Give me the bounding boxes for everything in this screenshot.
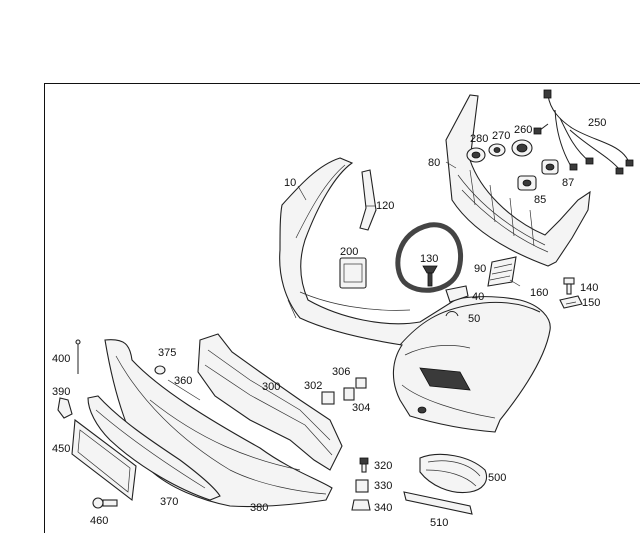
- clip-306: [355, 377, 367, 389]
- plate-holder-450: [71, 418, 137, 502]
- label-304: 304: [352, 402, 370, 414]
- wiring-harness-250: [533, 89, 634, 175]
- label-390: 390: [52, 386, 70, 398]
- label-140: 140: [580, 282, 598, 294]
- module-200: [339, 257, 367, 289]
- label-200: 200: [340, 246, 358, 258]
- label-360: 360: [174, 375, 192, 387]
- label-380: 380: [250, 502, 268, 514]
- clip-340: [351, 499, 371, 511]
- label-87: 87: [562, 177, 574, 189]
- fog-grille-500: [419, 453, 488, 494]
- label-160: 160: [530, 287, 548, 299]
- washer-375: [154, 365, 166, 375]
- highlight-circle: [395, 222, 464, 293]
- label-302: 302: [304, 380, 322, 392]
- clip-330: [355, 479, 369, 493]
- label-10: 10: [284, 177, 296, 189]
- label-460: 460: [90, 515, 108, 527]
- sensor-87: [541, 159, 559, 175]
- sensor-260: [511, 139, 533, 157]
- bumper-cover: [279, 157, 551, 433]
- sensor-270: [488, 143, 506, 157]
- leader-lines: [167, 161, 577, 401]
- sensor-280: [466, 147, 486, 163]
- label-80: 80: [428, 157, 440, 169]
- label-120: 120: [376, 200, 394, 212]
- clip-302: [321, 391, 335, 405]
- bolt-140: [563, 277, 575, 295]
- label-370: 370: [160, 496, 178, 508]
- wire-50: [445, 311, 459, 317]
- bracket-120: [359, 169, 377, 231]
- label-510: 510: [430, 517, 448, 529]
- part-labels: 10 120 200 130 90 40 50 160 140 150 80 2…: [52, 117, 606, 529]
- sensor-85: [517, 175, 537, 191]
- label-375: 375: [158, 347, 176, 359]
- label-340: 340: [374, 502, 392, 514]
- label-306: 306: [332, 366, 350, 378]
- screw-460: [92, 497, 118, 509]
- cover-40: [445, 285, 469, 303]
- label-400: 400: [52, 353, 70, 365]
- clip-304: [343, 387, 355, 401]
- lower-grille-370: [87, 395, 221, 501]
- label-300: 300: [262, 381, 280, 393]
- bolt-320: [359, 457, 369, 473]
- label-270: 270: [492, 130, 510, 142]
- bracket-390: [57, 397, 73, 419]
- clip-130: [422, 265, 438, 287]
- label-85: 85: [534, 194, 546, 206]
- label-330: 330: [374, 480, 392, 492]
- label-500: 500: [488, 472, 506, 484]
- diagram-frame: [44, 83, 640, 533]
- label-320: 320: [374, 460, 392, 472]
- label-280: 280: [470, 133, 488, 145]
- label-40: 40: [472, 291, 484, 303]
- label-130: 130: [420, 253, 438, 265]
- upper-grille: [445, 94, 591, 267]
- label-150: 150: [582, 297, 600, 309]
- label-450: 450: [52, 443, 70, 455]
- label-90: 90: [474, 263, 486, 275]
- trim-510: [403, 491, 473, 515]
- nut-150: [559, 295, 583, 309]
- label-50: 50: [468, 313, 480, 325]
- label-250: 250: [588, 117, 606, 129]
- label-260: 260: [514, 124, 532, 136]
- reinforcement-300: [197, 333, 343, 471]
- grille-90-mesh: [489, 263, 513, 281]
- grille-90: [487, 256, 517, 287]
